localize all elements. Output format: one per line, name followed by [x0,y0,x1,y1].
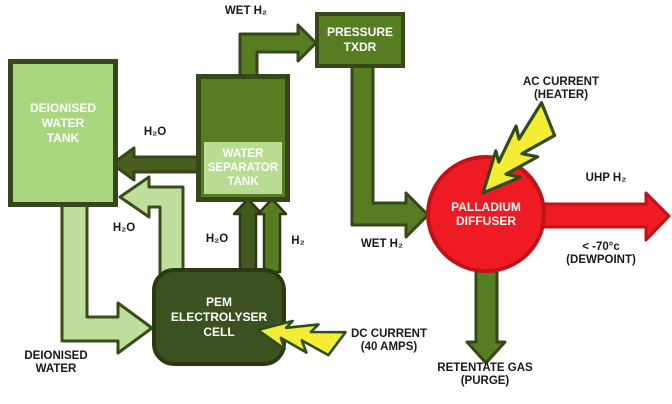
deionised-water-tank-label: DEIONISED WATER TANK [29,100,96,145]
arrow-h2o-separator-to-tank [110,146,202,182]
label-retentate-line2: (PURGE) [460,375,510,387]
label-h2o-cell-up: H₂O [205,233,229,245]
label-h2-cell-up: H₂ [291,235,305,247]
pem-electrolyser-cell: PEM ELECTROLYSER CELL [152,268,286,366]
label-uhp-h2: UHP H₂ [585,172,627,184]
label-dewpoint-line1: < -70°c [582,241,620,253]
label-deionised-water-line2: WATER [35,363,77,375]
arrow-deionised-water-to-cell [60,198,154,355]
pipe-wet-h2-to-txdr-arrow [238,23,318,82]
label-retentate-line1: RETENTATE GAS [437,362,533,374]
label-dewpoint: < -70°c (DEWPOINT) [566,241,636,267]
label-wet-h2-diffuser: WET H₂ [360,238,404,250]
pem-electrolyser-cell-label: PEM ELECTROLYSER CELL [170,294,268,339]
arrow-h2o-cell-to-separator [232,197,264,274]
label-dewpoint-line2: (DEWPOINT) [566,254,636,266]
pipe-wet-h2-to-diffuser-arrow [350,64,430,239]
label-ac-current-line1: AC CURRENT [522,76,600,88]
palladium-diffuser-label: PALLADIUM DIFFUSER [451,200,521,228]
water-separator-tank-label: WATER SEPARATOR TANK [207,148,279,188]
arrow-h2-cell-to-separator [256,197,288,274]
label-dc-current: DC CURRENT (40 AMPS) [351,328,427,354]
arrow-uhp-h2-output [538,191,671,242]
water-separator-tank: WATER SEPARATOR TANK [196,74,290,202]
pressure-transducer-label: PRESSURE TXDR [326,25,394,54]
deionised-water-tank: DEIONISED WATER TANK [8,59,118,207]
label-wet-h2-top: WET H₂ [224,5,268,17]
label-h2o-cell-return: H₂O [112,222,136,234]
label-ac-current: AC CURRENT (HEATER) [523,76,599,102]
label-dc-current-line2: (40 AMPS) [360,341,418,353]
pressure-transducer: PRESSURE TXDR [315,12,405,68]
label-deionised-water: DEIONISED WATER [24,350,87,376]
label-ac-current-line2: (HEATER) [533,89,589,101]
label-h2o-separator-return: H₂O [143,126,167,138]
label-deionised-water-line1: DEIONISED [24,350,88,362]
palladium-diffuser: PALLADIUM DIFFUSER [426,155,546,273]
label-retentate-gas: RETENTATE GAS (PURGE) [437,362,532,388]
label-dc-current-line1: DC CURRENT [350,328,428,340]
water-separator-tank-body: WATER SEPARATOR TANK [204,142,282,194]
